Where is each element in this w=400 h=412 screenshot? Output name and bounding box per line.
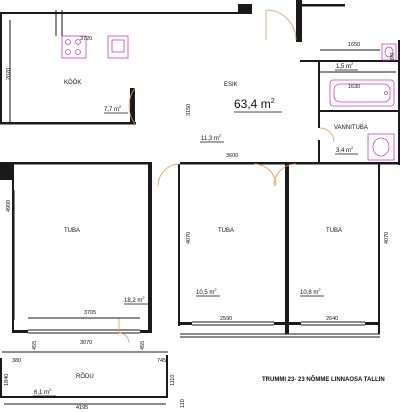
balcony-area: 6,1 m2 <box>34 387 52 396</box>
entry-door-swing <box>265 9 297 41</box>
room-right-area: 10,8 m2 <box>300 287 321 296</box>
wall-bottom-c <box>178 322 192 325</box>
wall-kitchen-right <box>130 88 135 124</box>
windows <box>2 321 380 353</box>
wall-room-divider-2 <box>285 164 289 334</box>
dim-4070-right: 4070 <box>384 232 390 244</box>
dim-2590: 2590 <box>220 316 232 322</box>
wall-entry-right <box>296 0 302 42</box>
wc-area: 1,5 m2 <box>336 61 354 70</box>
address-text: TRUMMI 23- 23 NÕMME LINNAOSA TALLIN <box>262 376 385 383</box>
dim-890: 890 <box>390 53 396 62</box>
wall-top-notch <box>238 4 252 14</box>
wall-balcony-left <box>0 358 2 398</box>
dim-110: 110 <box>180 399 186 408</box>
wc-icon <box>381 43 397 61</box>
kitchen-area: 7,7 m2 <box>104 104 122 113</box>
stove-icon <box>61 35 87 59</box>
dim-4195: 4195 <box>76 405 88 411</box>
wall-bath-left <box>318 62 320 128</box>
wall-room-mid-left <box>178 164 180 326</box>
wall-top-left <box>0 12 238 14</box>
room-left-name: TUBA <box>64 228 80 234</box>
wall-wc-bottom <box>300 60 400 62</box>
dim-2640: 2640 <box>326 316 338 322</box>
wall-mid-right <box>180 162 400 165</box>
wall-bath-mid <box>318 110 400 112</box>
dim-1630: 1630 <box>348 84 360 90</box>
total-area: 63,4 m2 <box>234 97 275 111</box>
wall-bath-left-lower <box>318 140 320 164</box>
wall-left-upper <box>0 12 2 124</box>
wall-kitchen-bottom <box>0 122 136 125</box>
dimension-lines <box>4 20 396 405</box>
wall-bottom-b <box>140 330 152 333</box>
wall-room-right <box>378 164 380 334</box>
wall-room-divider-1 <box>148 162 152 332</box>
dim-3150: 3150 <box>186 104 192 116</box>
door-swings <box>118 9 335 344</box>
bathroom-name: VANNITUBA <box>334 125 368 131</box>
dim-4900: 4900 <box>6 200 12 212</box>
room-left-area: 18,2 m2 <box>124 295 145 304</box>
wall-right-upper <box>398 40 400 165</box>
wall-left-notch <box>0 162 14 180</box>
room-right-name: TUBA <box>326 228 342 234</box>
kitchen-name: KÖÖK <box>64 79 81 86</box>
dim-2070: 2070 <box>6 68 12 80</box>
wall-balcony-right <box>166 355 168 398</box>
dim-1650: 1650 <box>348 42 360 48</box>
wall-bottom-e <box>289 322 301 325</box>
wall-left-room <box>12 178 14 333</box>
wall-balcony-bottom <box>0 396 168 398</box>
kitchen-fixtures <box>55 10 129 59</box>
room-mid-area: 10,5 m2 <box>196 287 217 296</box>
dim-380: 380 <box>12 358 21 364</box>
dim-3705: 3705 <box>84 310 96 316</box>
room-door-swing-2 <box>253 163 277 187</box>
dim-1840: 1840 <box>4 374 10 386</box>
labels: 3720 2070 KÖÖK 7,7 m2 3150 ESIK 63,4 m2 … <box>4 36 396 411</box>
room-mid-name: TUBA <box>218 228 234 234</box>
bathroom-area: 3,4 m2 <box>336 145 354 154</box>
kitchen-door-swing <box>128 87 136 125</box>
hall-name: ESIK <box>224 82 238 88</box>
hall-area: 11,3 m2 <box>201 133 222 142</box>
wall-top-right <box>300 4 345 7</box>
wall-bottom-a <box>14 330 28 333</box>
wall-mid-left <box>0 162 150 165</box>
washbasin-icon <box>367 133 395 161</box>
sink-icon <box>107 35 129 59</box>
dim-3600: 3600 <box>226 153 238 159</box>
dim-1110: 1110 <box>170 375 176 386</box>
dim-455-right: 455 <box>140 341 146 350</box>
dim-4070-mid: 4070 <box>186 232 192 244</box>
wall-bottom-d <box>274 322 289 325</box>
room-door-swing-1 <box>157 163 181 187</box>
dim-745: 745 <box>157 358 166 364</box>
bathtub-icon <box>329 79 395 107</box>
walls <box>0 0 400 398</box>
balcony-name: RÕDU <box>76 373 94 380</box>
bathroom-fixtures <box>329 43 397 161</box>
room-door-swing-3 <box>273 163 297 187</box>
bath-door-swing <box>319 127 335 143</box>
dim-3720: 3720 <box>80 36 92 42</box>
balcony-door-swing <box>118 332 130 344</box>
wall-bottom-f <box>365 322 380 325</box>
dim-3070: 3070 <box>80 340 92 346</box>
dim-455-left: 455 <box>32 341 38 350</box>
